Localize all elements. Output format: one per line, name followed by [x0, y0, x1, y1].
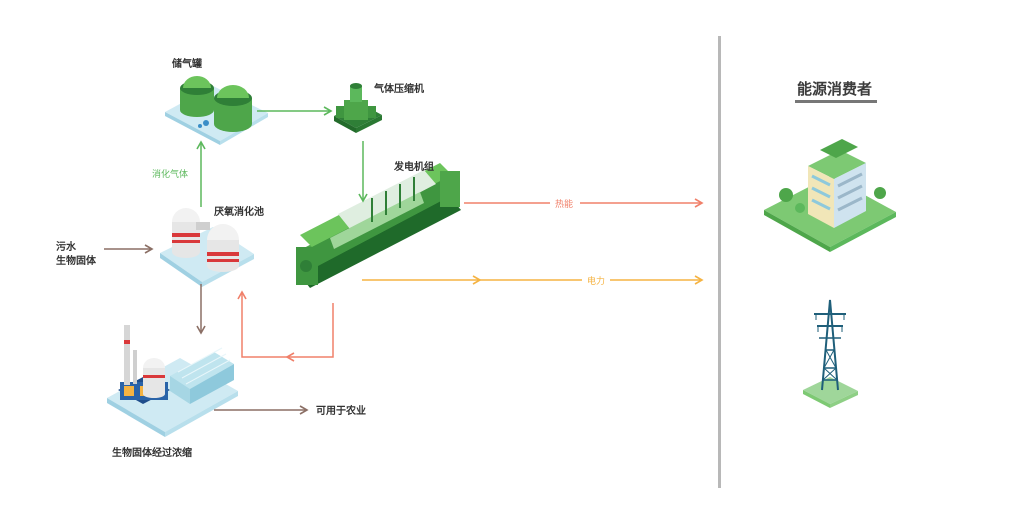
energy-consumers-title: 能源消费者	[797, 80, 873, 98]
agriculture-label: 可用于农业	[316, 406, 366, 417]
compressor-label: 气体压缩机	[374, 84, 424, 95]
generator-label: 发电机组	[394, 162, 434, 173]
digestion-gas-flow-label: 消化气体	[152, 170, 189, 180]
thickening-plant-icon	[107, 325, 238, 437]
gas-compressor-icon	[334, 83, 382, 133]
anaerobic-digester-icon	[160, 208, 254, 287]
flow-heat-return-arrow	[285, 303, 334, 362]
gas-storage-tanks-icon	[165, 76, 268, 145]
office-building-icon	[764, 139, 896, 252]
generator-set-icon	[296, 163, 461, 288]
section-divider	[718, 36, 721, 488]
power-flow-label: 电力	[587, 277, 606, 287]
digester-label: 厌氧消化池	[214, 207, 264, 218]
energy-consumers-underline	[795, 100, 877, 103]
heat-flow-label: 热能	[555, 200, 574, 210]
gas-storage-label: 储气罐	[172, 59, 202, 70]
thickening-label: 生物固体经过浓缩	[112, 448, 192, 459]
sewage-label-line1: 污水	[56, 242, 76, 253]
sewage-label-line2: 生物固体	[56, 256, 96, 267]
power-tower-icon	[803, 299, 858, 408]
flow-heat-to-digester-arrow	[237, 290, 287, 358]
